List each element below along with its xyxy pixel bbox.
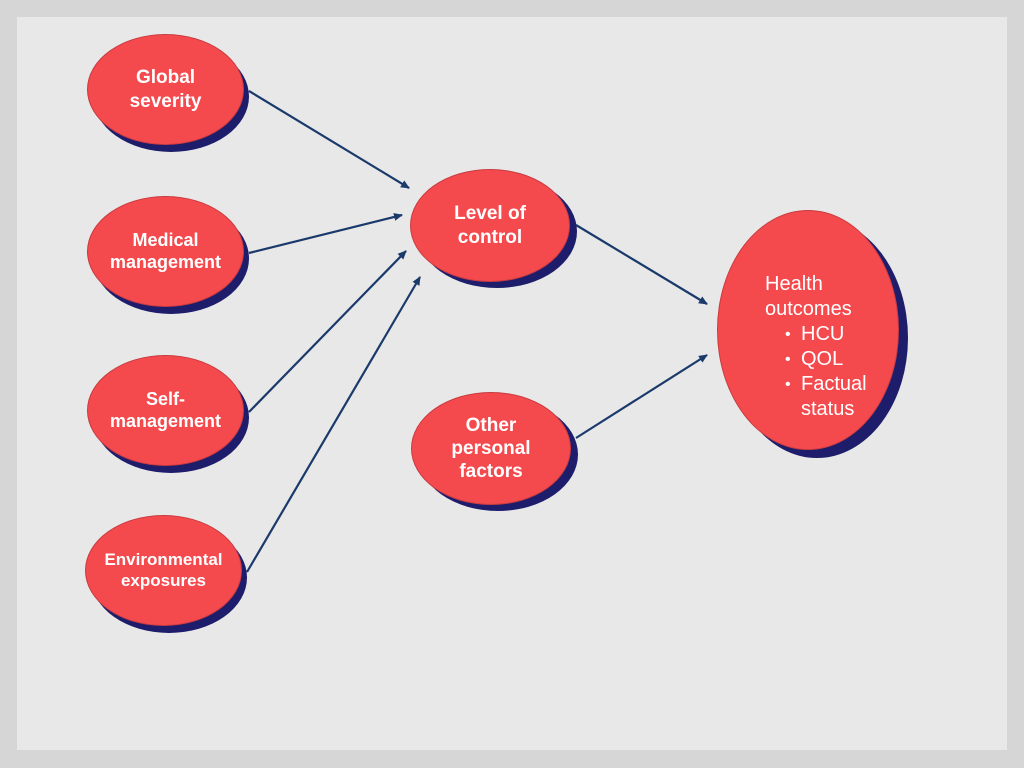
arrow-medical-management-to-level-of-control: [248, 213, 403, 255]
node-label: management: [109, 251, 222, 272]
node-label: exposures: [120, 570, 207, 590]
list-item: HCU: [785, 322, 867, 347]
node-environmental-exposures: Environmental exposures: [85, 515, 242, 626]
node-label: Self-: [145, 388, 185, 409]
node-level-of-control: Level of control: [410, 169, 570, 282]
node-global-severity: Global severity: [87, 34, 244, 145]
node-label: outcomes: [765, 298, 852, 320]
arrow-global-severity-to-level-of-control: [248, 90, 410, 189]
health-outcomes-title: Health outcomes: [765, 272, 867, 322]
node-label: management: [109, 410, 222, 431]
arrow-environmental-exposures-to-level-of-control: [246, 276, 421, 573]
node-label: Health: [765, 273, 823, 295]
health-outcomes-list: HCU QOL Factual status: [765, 322, 867, 422]
health-outcomes-content: Health outcomes HCU QOL Factual status: [765, 272, 867, 422]
arrow-level-of-control-to-health-outcomes: [575, 224, 708, 305]
node-label: personal: [451, 437, 531, 459]
arrow-other-personal-factors-to-health-outcomes: [575, 354, 708, 439]
node-label: Medical: [132, 229, 199, 250]
list-item: QOL: [785, 347, 867, 372]
slide: Global severity Medical management Self-…: [17, 17, 1007, 750]
node-label: Environmental: [104, 549, 223, 569]
list-item: Factual status: [785, 372, 867, 422]
node-other-personal-factors: Other personal factors: [411, 392, 571, 505]
node-label: Other: [465, 414, 517, 436]
node-label: control: [457, 226, 523, 248]
node-label: Global: [135, 67, 196, 89]
node-label: factors: [459, 461, 523, 483]
node-medical-management: Medical management: [87, 196, 244, 307]
node-label: Level of: [454, 203, 526, 225]
arrow-self-management-to-level-of-control: [248, 250, 407, 413]
node-label: severity: [129, 90, 202, 112]
node-self-management: Self- management: [87, 355, 244, 466]
arrows-layer: [246, 90, 708, 573]
